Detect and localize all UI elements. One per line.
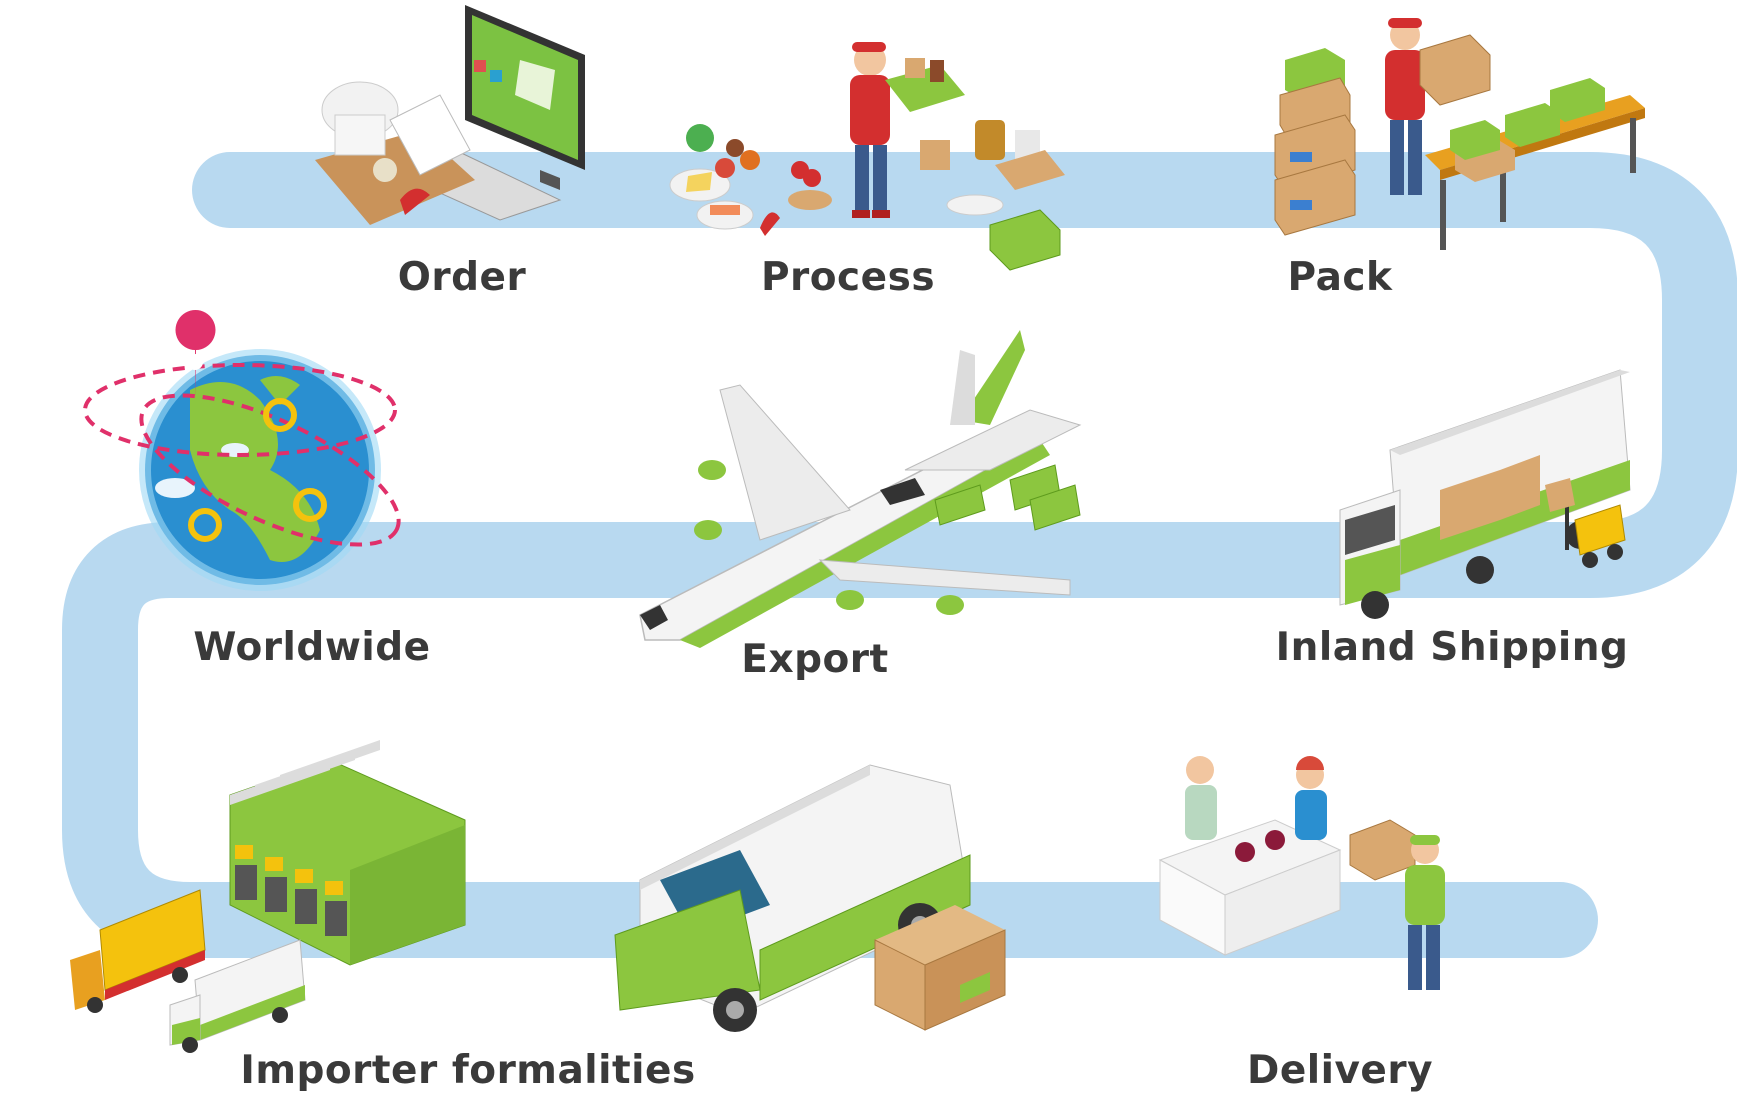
green-truck-icon bbox=[169, 939, 306, 1053]
parcel-icon bbox=[874, 905, 1006, 1031]
cargo-containers-icon bbox=[934, 464, 1081, 531]
step-label-inland-shipping: Inland Shipping bbox=[1275, 625, 1629, 670]
truck-icon bbox=[1339, 369, 1631, 619]
step-label-export: Export bbox=[741, 637, 889, 682]
dining-table-icon bbox=[1158, 756, 1342, 956]
food-spread-icon bbox=[669, 124, 832, 236]
packer-worker-icon bbox=[1385, 18, 1491, 195]
step-label-worldwide: Worldwide bbox=[193, 625, 431, 670]
warehouse-hub-icon bbox=[229, 740, 466, 966]
van-icon bbox=[614, 764, 971, 1032]
forklift-icon bbox=[1545, 478, 1626, 568]
step-label-order: Order bbox=[397, 255, 527, 300]
step-label-delivery: Delivery bbox=[1246, 1048, 1434, 1093]
chef-hat-icon bbox=[315, 81, 475, 225]
step-label-process: Process bbox=[760, 255, 936, 300]
process-path bbox=[62, 152, 1737, 958]
boxes-icon bbox=[885, 58, 1065, 271]
stacked-boxes-icon bbox=[1274, 48, 1356, 236]
step-label-importer-formalities: Importer formalities bbox=[240, 1048, 696, 1093]
step-label-pack: Pack bbox=[1287, 255, 1393, 300]
courier-icon bbox=[1349, 819, 1445, 990]
conveyor-icon bbox=[1425, 78, 1645, 250]
yellow-truck-icon bbox=[70, 889, 206, 1013]
worker-icon bbox=[850, 42, 890, 218]
globe-icon bbox=[83, 310, 401, 591]
